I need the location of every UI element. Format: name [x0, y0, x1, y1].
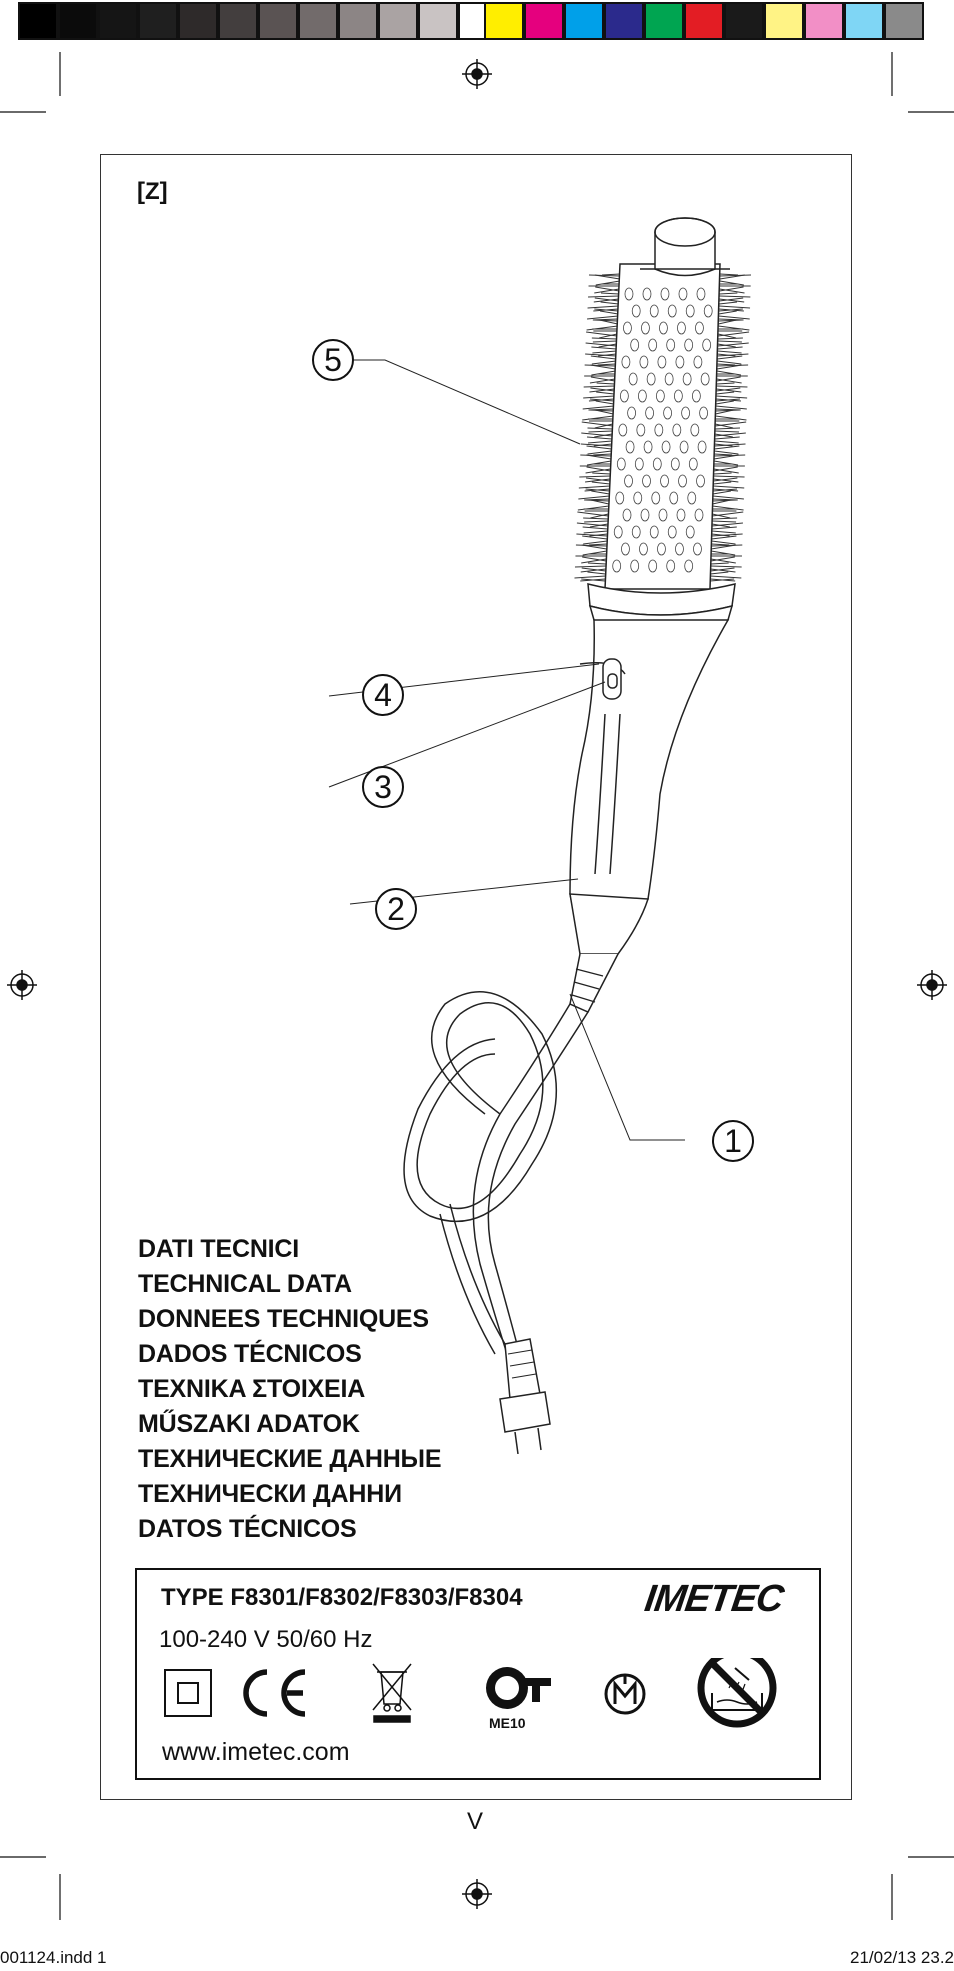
color-swatch: [98, 2, 138, 40]
registration-mark-right: [917, 970, 947, 1000]
callout-4: 4: [362, 674, 404, 716]
heading-pt: DADOS TÉCNICOS: [138, 1340, 362, 1368]
color-swatch: [684, 2, 724, 40]
heading-es: DATOS TÉCNICOS: [138, 1515, 357, 1543]
callout-1: 1: [712, 1120, 754, 1162]
print-slug-date: 21/02/13 23.2: [850, 1948, 954, 1967]
page-number: V: [467, 1808, 484, 1835]
color-swatch: [764, 2, 804, 40]
website-link[interactable]: www.imetec.com: [162, 1738, 350, 1766]
certification-symbols: ME10: [164, 1658, 777, 1731]
page-frame: [100, 154, 852, 1800]
no-water-icon: [697, 1658, 777, 1728]
ce-mark-icon: [243, 1669, 306, 1717]
color-swatch: [884, 2, 924, 40]
hair-brush-illustration: [312, 217, 752, 1454]
heading-fr: DONNEES TECHNIQUES: [138, 1305, 429, 1333]
heading-it: DATI TECNICI: [138, 1235, 300, 1263]
color-swatch: [298, 2, 338, 40]
color-swatch: [484, 2, 524, 40]
color-swatch: [524, 2, 564, 40]
color-swatch: [338, 2, 378, 40]
print-slug-file: 001124.indd 1: [0, 1948, 107, 1967]
callout-3: 3: [362, 766, 404, 808]
technical-data-headings: DATI TECNICI TECHNICAL DATA DONNEES TECH…: [138, 1232, 442, 1547]
color-swatch: [258, 2, 298, 40]
registration-mark-left: [7, 970, 37, 1000]
spec-box: TYPE F8301/F8302/F8303/F8304 IMETEC 100-…: [135, 1568, 821, 1780]
color-swatch: [564, 2, 604, 40]
weee-bin-icon: [372, 1663, 412, 1723]
color-swatch: [418, 2, 458, 40]
color-swatch: [58, 2, 98, 40]
color-swatch: [844, 2, 884, 40]
color-swatch: [218, 2, 258, 40]
color-swatch: [724, 2, 764, 40]
double-insulation-icon: [164, 1669, 212, 1717]
color-swatch: [604, 2, 644, 40]
heading-hu: MŰSZAKI ADATOK: [138, 1410, 360, 1438]
model-type: TYPE F8301/F8302/F8303/F8304: [161, 1584, 523, 1611]
pct-code: ME10: [489, 1715, 526, 1731]
pct-mark-icon: ME10: [486, 1667, 551, 1731]
heading-ru: ТЕХНИЧЕСКИЕ ДАННЫЕ: [138, 1445, 442, 1473]
voltage-rating: 100-240 V 50/60 Hz: [159, 1626, 373, 1653]
callout-2: 2: [375, 888, 417, 930]
imq-mark-icon: [604, 1673, 646, 1715]
heading-en: TECHNICAL DATA: [138, 1270, 352, 1298]
color-swatch: [178, 2, 218, 40]
color-swatch: [644, 2, 684, 40]
color-swatch: [18, 2, 58, 40]
callout-5: 5: [312, 339, 354, 381]
figure-label: [Z]: [137, 178, 168, 205]
heading-el: TEXNIKA ΣΤΟΙΧΕΙΑ: [138, 1375, 366, 1403]
bristles: [574, 273, 752, 582]
color-swatch: [378, 2, 418, 40]
registration-mark-top: [462, 59, 492, 89]
brand-logo: IMETEC: [642, 1578, 787, 1620]
color-swatch: [138, 2, 178, 40]
color-swatch: [804, 2, 844, 40]
registration-mark-bottom: [462, 1879, 492, 1909]
heading-bg: ТЕХНИЧЕСКИ ДАННИ: [138, 1480, 402, 1508]
